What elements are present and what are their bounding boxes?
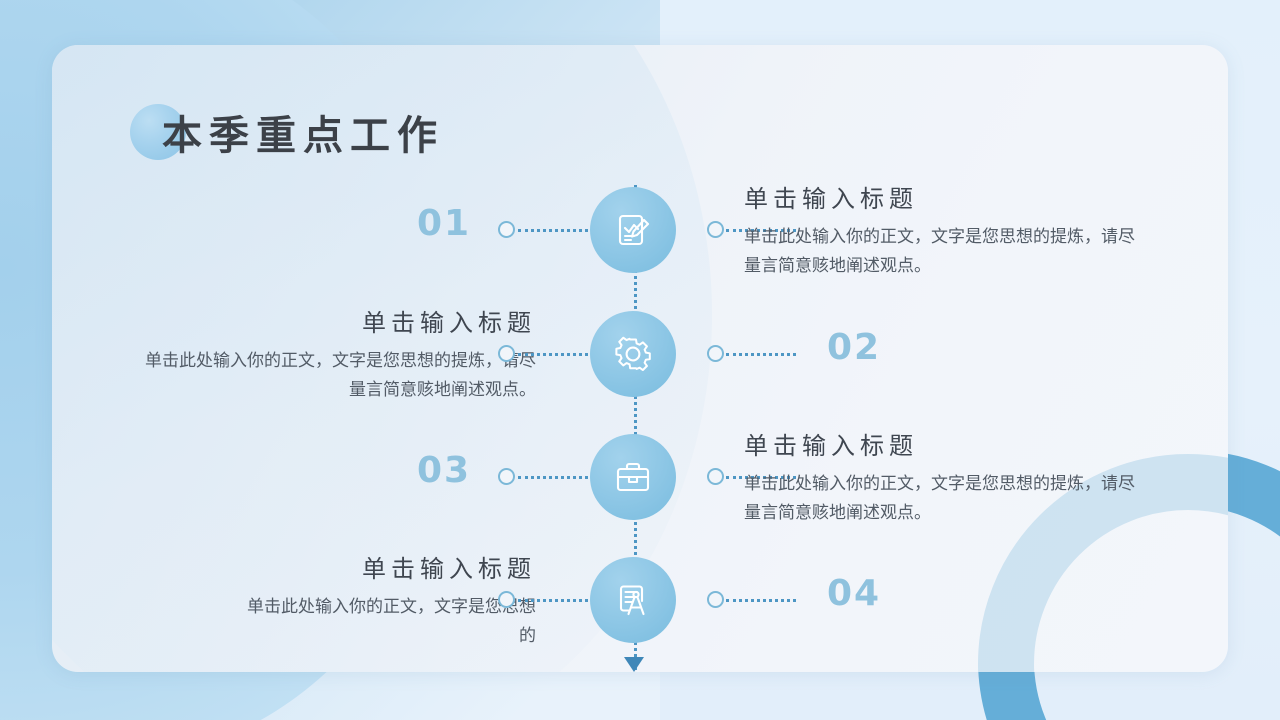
item-icon-node[interactable]: [590, 557, 676, 643]
connector-line-right: [726, 229, 796, 232]
briefcase-icon: [611, 455, 655, 499]
connector-line-left: [518, 476, 588, 479]
item-title: 单击输入标题: [744, 185, 918, 213]
timeline-item[interactable]: 01 单: [52, 185, 1228, 276]
connector-ring-right: [707, 221, 724, 238]
timeline-item[interactable]: 单击输入标题 单击此处输入你的正文，文字是您思想的提炼，请尽量言简意赅地阐述观点…: [52, 309, 1228, 400]
connector-ring-right: [707, 468, 724, 485]
item-body: 单击此处输入你的正文，文字是您思想的: [247, 597, 536, 647]
item-number: 01: [416, 203, 472, 244]
connector-line-right: [726, 476, 796, 479]
connector-line-right: [726, 353, 796, 356]
connector-ring-left: [498, 591, 515, 608]
item-body: 单击此处输入你的正文，文字是您思想的提炼，请尽量言简意赅地阐述观点。: [145, 351, 536, 401]
connector-ring-right: [707, 345, 724, 362]
header-dot-icon: [130, 104, 186, 160]
down-arrow-icon: [624, 657, 644, 672]
slide-header: 本季重点工作: [130, 103, 444, 161]
gear-icon: [611, 332, 655, 376]
item-number: 03: [416, 450, 472, 491]
item-icon-node[interactable]: [590, 187, 676, 273]
item-title: 单击输入标题: [362, 309, 536, 337]
timeline: 01 单: [52, 45, 1228, 672]
report-edit-icon: [611, 208, 655, 252]
timeline-spine: [634, 185, 637, 670]
connector-line-left: [518, 599, 588, 602]
item-text-block: 单击输入标题 单击此处输入你的正文，文字是您思想的提炼，请尽量言简意赅地阐述观点…: [130, 303, 536, 405]
connector-ring-left: [498, 221, 515, 238]
item-body: 单击此处输入你的正文，文字是您思想的提炼，请尽量言简意赅地阐述观点。: [744, 474, 1135, 524]
timeline-item[interactable]: 单击输入标题 单击此处输入你的正文，文字是您思想的: [52, 555, 1228, 646]
item-number: 02: [826, 327, 882, 368]
item-body: 单击此处输入你的正文，文字是您思想的提炼，请尽量言简意赅地阐述观点。: [744, 227, 1135, 277]
item-text-block: 单击输入标题 单击此处输入你的正文，文字是您思想的提炼，请尽量言简意赅地阐述观点…: [744, 426, 1150, 528]
document-compass-icon: [611, 578, 655, 622]
connector-line-left: [518, 229, 588, 232]
item-icon-node[interactable]: [590, 311, 676, 397]
item-number: 04: [826, 573, 882, 614]
connector-ring-left: [498, 468, 515, 485]
page-title: 本季重点工作: [162, 113, 444, 159]
item-icon-node[interactable]: [590, 434, 676, 520]
connector-line-left: [518, 353, 588, 356]
item-title: 单击输入标题: [362, 555, 536, 583]
connector-line-right: [726, 599, 796, 602]
item-text-block: 单击输入标题 单击此处输入你的正文，文字是您思想的提炼，请尽量言简意赅地阐述观点…: [744, 179, 1150, 281]
connector-ring-right: [707, 591, 724, 608]
content-card: 本季重点工作 01: [52, 45, 1228, 672]
item-title: 单击输入标题: [744, 432, 918, 460]
connector-ring-left: [498, 345, 515, 362]
timeline-item[interactable]: 03 单击输入标题: [52, 432, 1228, 523]
item-text-block: 单击输入标题 单击此处输入你的正文，文字是您思想的: [236, 549, 536, 651]
